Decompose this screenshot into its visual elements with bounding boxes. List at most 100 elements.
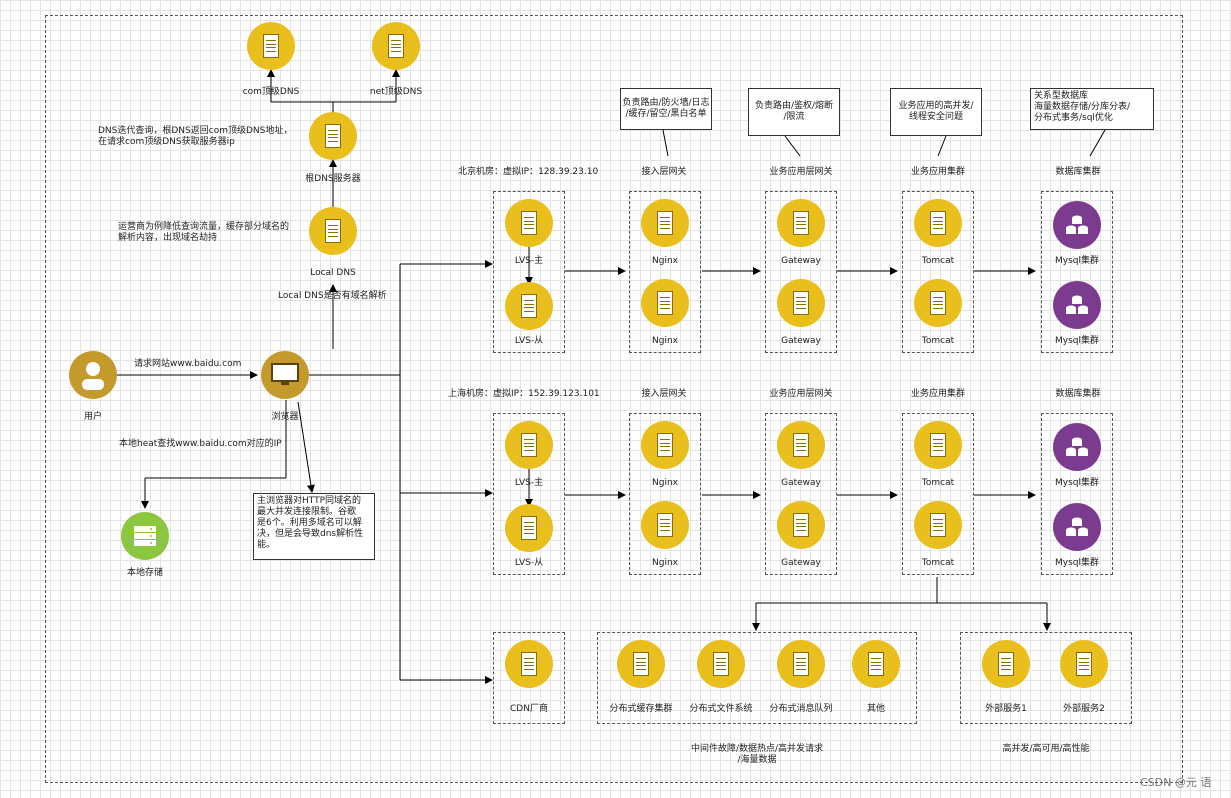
user-label: 用户 [83, 412, 102, 422]
message-queue-label: 分布式消息队列 [769, 704, 833, 714]
bj-mysql2-label: Mysql集群 [1055, 336, 1099, 346]
hosts-lookup-label: 本地heat查找www.baidu.com对应的IP [119, 439, 282, 449]
middleware-group [597, 632, 917, 724]
sh-tomcat-group [902, 413, 974, 575]
watermark: CSDN @元 语 [1140, 776, 1212, 789]
sh-gateway1-label: Gateway [781, 478, 821, 488]
bj-lvs-main-server-icon [505, 199, 553, 247]
browser-concurrency-note: 主浏览器对HTTP同域名的 最大并发连接限制。谷歌 是6个。利用多域名可以解 决… [253, 493, 375, 560]
user-avatar-icon [69, 351, 117, 399]
file-system-server-icon [697, 640, 745, 688]
bj-tomcat1-server-icon [914, 199, 962, 247]
bj-tomcat-group [902, 191, 974, 353]
cdn-label: CDN厂商 [510, 704, 548, 714]
diagram-boundary [45, 15, 1183, 783]
request-label: 请求网站www.baidu.com [134, 359, 242, 369]
bj-tomcat1-label: Tomcat [921, 256, 955, 266]
sh-lvs-main-server-icon [505, 421, 553, 469]
bj-mysql1-label: Mysql集群 [1055, 256, 1099, 266]
bj-tomcat2-server-icon [914, 279, 962, 327]
cache-cluster-server-icon [617, 640, 665, 688]
sh-db-group [1041, 413, 1113, 575]
sh-nginx2-label: Nginx [652, 558, 678, 568]
external-service2-server-icon [1060, 640, 1108, 688]
other-middleware-server-icon [852, 640, 900, 688]
root-dns-label: 根DNS服务器 [305, 174, 361, 184]
bj-nginx2-server-icon [641, 279, 689, 327]
external-caption: 高并发/高可用/高性能 [1002, 744, 1090, 754]
db-callout: 关系型数据库 海量数据存储/分库分表/ 分布式事务/sql优化 [1030, 88, 1154, 130]
shanghai-site-label: 上海机房：虚拟IP：152.39.123.101 [448, 389, 600, 399]
cdn-server-icon [505, 640, 553, 688]
middleware-caption: 中间件故障/数据热点/高并发请求 /海量数据 [690, 744, 824, 765]
bj-gateway2-server-icon [777, 279, 825, 327]
beijing-site-label: 北京机房：虚拟IP：128.39.23.10 [458, 167, 599, 177]
local-storage-label: 本地存储 [126, 568, 163, 578]
sh-nginx1-label: Nginx [652, 478, 678, 488]
com-dns-label: com顶级DNS [242, 87, 300, 97]
root-dns-server-icon [309, 112, 357, 160]
net-dns-label: net顶级DNS [369, 87, 423, 97]
sh-gateway1-server-icon [777, 421, 825, 469]
browser-monitor-icon [261, 351, 309, 399]
bj-lvs-backup-server-icon [505, 282, 553, 330]
sh-gateway-col-label: 接入层网关 [641, 389, 687, 399]
bj-nginx-group [629, 191, 701, 353]
cache-cluster-label: 分布式缓存集群 [609, 704, 673, 714]
sh-nginx1-server-icon [641, 421, 689, 469]
file-system-label: 分布式文件系统 [689, 704, 753, 714]
cdn-group [493, 632, 565, 724]
bj-gateway-col-label: 接入层网关 [641, 167, 687, 177]
gateway-callout: 负责路由/鉴权/熔断 /限流 [748, 88, 840, 136]
sh-biz-gateway-col-label: 业务应用层网关 [769, 389, 833, 399]
isp-cache-note: 运营商为例降低查询流量，缓存部分域名的 解析内容，出现域名劫持 [118, 222, 290, 243]
sh-mysql1-database-icon [1053, 423, 1101, 471]
net-dns-server-icon [372, 22, 420, 70]
tomcat-callout: 业务应用的高并发/ 线程安全问题 [890, 88, 982, 136]
sh-tomcat2-label: Tomcat [921, 558, 955, 568]
bj-biz-gateway-col-label: 业务应用层网关 [769, 167, 833, 177]
sh-mysql1-label: Mysql集群 [1055, 478, 1099, 488]
sh-gateway2-label: Gateway [781, 558, 821, 568]
bj-db-group [1041, 191, 1113, 353]
sh-lvs-backup-server-icon [505, 504, 553, 552]
sh-gateway2-server-icon [777, 501, 825, 549]
external-group [960, 632, 1132, 724]
bj-gateway2-label: Gateway [781, 336, 821, 346]
sh-db-col-label: 数据库集群 [1055, 389, 1101, 399]
sh-app-col-label: 业务应用集群 [910, 389, 965, 399]
sh-mysql2-database-icon [1053, 503, 1101, 551]
sh-tomcat1-server-icon [914, 421, 962, 469]
bj-mysql2-database-icon [1053, 281, 1101, 329]
bj-db-col-label: 数据库集群 [1055, 167, 1101, 177]
sh-tomcat2-server-icon [914, 501, 962, 549]
sh-lvs-backup-label: LVS-从 [514, 558, 544, 568]
bj-lvs-backup-label: LVS-从 [514, 336, 544, 346]
browser-label: 浏览器 [271, 412, 299, 422]
bj-gateway1-server-icon [777, 199, 825, 247]
local-dns-question: Local DNS是否有域名解析 [278, 291, 387, 301]
sh-lvs-group [493, 413, 565, 575]
sh-nginx2-server-icon [641, 501, 689, 549]
local-dns-label: Local DNS [310, 268, 356, 278]
sh-mysql2-label: Mysql集群 [1055, 558, 1099, 568]
local-dns-server-icon [309, 207, 357, 255]
bj-lvs-group [493, 191, 565, 353]
bj-mysql1-database-icon [1053, 201, 1101, 249]
external-service1-label: 外部服务1 [985, 704, 1027, 714]
nginx-callout: 负责路由/防火墙/日志 /缓存/留空/黑白名单 [620, 88, 712, 130]
bj-gateway-group [765, 191, 837, 353]
local-storage-icon [121, 512, 169, 560]
sh-gateway-group [765, 413, 837, 575]
bj-nginx1-label: Nginx [652, 256, 678, 266]
sh-lvs-main-label: LVS-主 [514, 478, 544, 488]
external-service2-label: 外部服务2 [1063, 704, 1105, 714]
sh-tomcat1-label: Tomcat [921, 478, 955, 488]
bj-nginx1-server-icon [641, 199, 689, 247]
bj-gateway1-label: Gateway [781, 256, 821, 266]
bj-nginx2-label: Nginx [652, 336, 678, 346]
root-dns-note: DNS迭代查询，根DNS返回com顶级DNS地址， 在请求com顶级DNS获取服… [98, 126, 293, 147]
bj-app-col-label: 业务应用集群 [910, 167, 965, 177]
bj-lvs-main-label: LVS-主 [514, 256, 544, 266]
